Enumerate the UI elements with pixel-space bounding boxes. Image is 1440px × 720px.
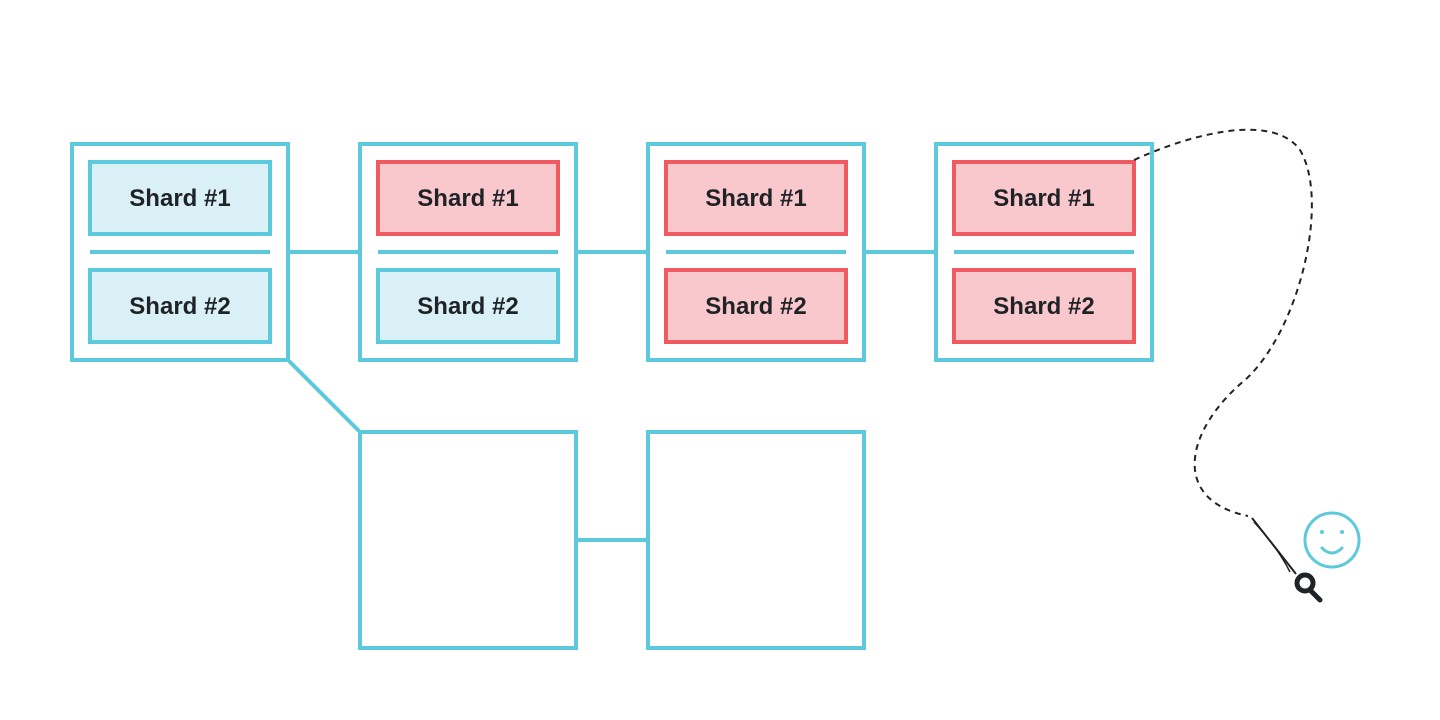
fishing-line-dashed-path bbox=[1133, 128, 1313, 517]
node-3: Shard #1 Shard #2 bbox=[646, 142, 866, 362]
hook-barb bbox=[1253, 521, 1291, 573]
node-frame bbox=[358, 142, 578, 362]
smiley-face-icon bbox=[1303, 511, 1361, 569]
node-frame bbox=[646, 142, 866, 362]
shard-2-label: Shard #2 bbox=[705, 293, 806, 320]
shard-2-box bbox=[88, 268, 272, 344]
shard-2-box bbox=[376, 268, 560, 344]
node-frame bbox=[934, 142, 1154, 362]
shard-1-box bbox=[664, 160, 848, 236]
empty-node-1 bbox=[358, 430, 578, 650]
shard-1-label: Shard #1 bbox=[417, 185, 518, 212]
node-4: Shard #1 Shard #2 bbox=[934, 142, 1154, 362]
shard-1-box bbox=[376, 160, 560, 236]
face-smile bbox=[1320, 546, 1344, 555]
hook-tail bbox=[1307, 587, 1323, 603]
connector-node1-empty1 bbox=[286, 358, 362, 434]
face-outline bbox=[1303, 511, 1361, 569]
node-2: Shard #1 Shard #2 bbox=[358, 142, 578, 362]
shard-1-label: Shard #1 bbox=[993, 185, 1094, 212]
shard-1-box bbox=[952, 160, 1136, 236]
node-connectors bbox=[286, 250, 936, 542]
face-left-eye bbox=[1320, 530, 1324, 534]
shard-1-label: Shard #1 bbox=[129, 185, 230, 212]
shard-2-label: Shard #2 bbox=[129, 293, 230, 320]
shard-2-label: Shard #2 bbox=[993, 293, 1094, 320]
node-frame bbox=[70, 142, 290, 362]
shard-2-box bbox=[952, 268, 1136, 344]
fishing-hook-icon bbox=[1251, 517, 1323, 603]
empty-node-2 bbox=[646, 430, 866, 650]
shard-1-label: Shard #1 bbox=[705, 185, 806, 212]
shard-2-label: Shard #2 bbox=[417, 293, 518, 320]
face-right-eye bbox=[1340, 530, 1344, 534]
shard-1-box bbox=[88, 160, 272, 236]
hook-eye bbox=[1294, 572, 1316, 594]
shard-2-box bbox=[664, 268, 848, 344]
node-1: Shard #1 Shard #2 bbox=[70, 142, 290, 362]
